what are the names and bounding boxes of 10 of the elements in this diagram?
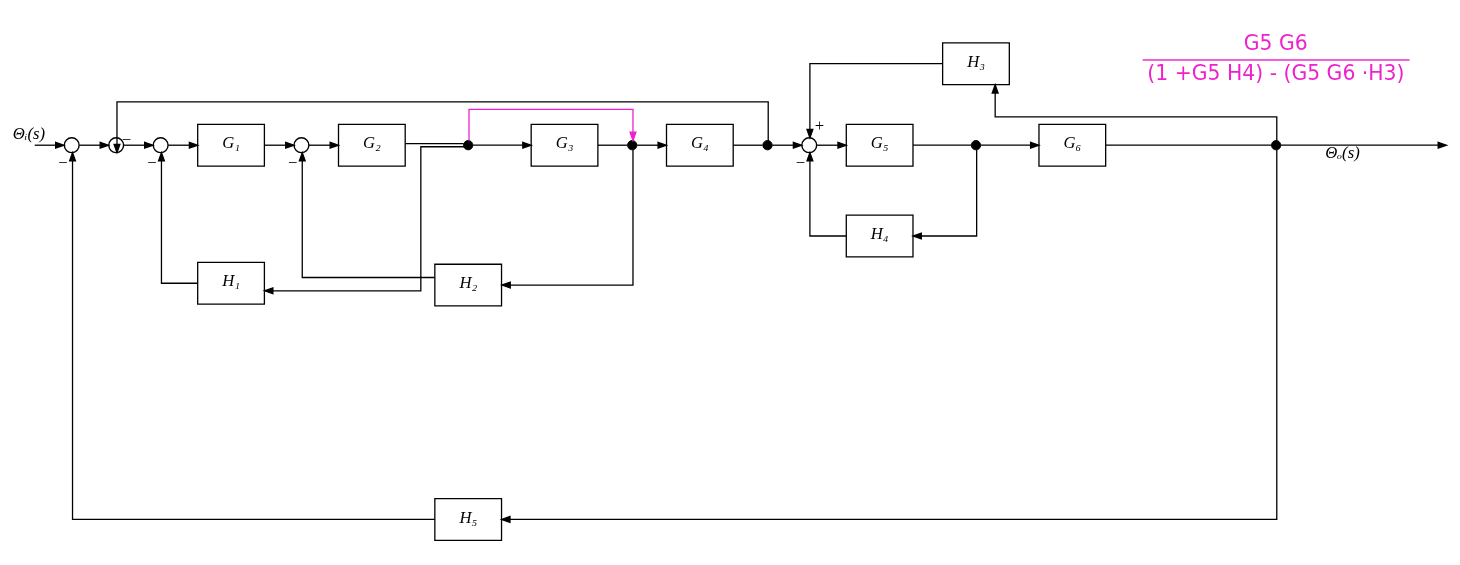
label: G5 G6: [1243, 30, 1308, 55]
edge-label: +: [814, 115, 825, 135]
label: (1 +G5 H4) - (G5 G6 ·H3): [1147, 60, 1405, 85]
edge-label: Θₒ(s): [1325, 142, 1360, 162]
edge-label: −: [288, 152, 298, 172]
edge-label: −: [147, 152, 157, 172]
edge-label: −: [58, 152, 68, 172]
edge-label: −: [121, 129, 132, 149]
edge-label: −: [795, 152, 806, 172]
edge-label: Θᵢ(s): [12, 123, 46, 143]
